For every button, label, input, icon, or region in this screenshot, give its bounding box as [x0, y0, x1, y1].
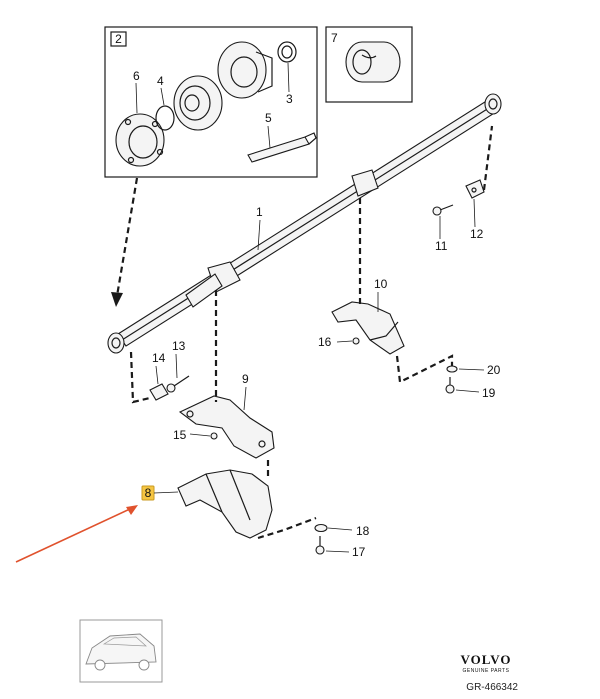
- grease-tube: [247, 132, 317, 163]
- label-17: 17: [352, 545, 366, 559]
- label-9: 9: [242, 372, 249, 386]
- bolt-17: [315, 536, 325, 555]
- center-bracket: [178, 395, 275, 459]
- label-13: 13: [172, 339, 186, 353]
- diagram-reference: GR-466342: [466, 682, 518, 693]
- label-15: 15: [173, 428, 187, 442]
- brand-sub: GENUINE PARTS: [463, 668, 510, 674]
- inset-assembly: 2 6: [104, 26, 318, 178]
- label-18: 18: [356, 524, 370, 538]
- vehicle-thumbnail: [79, 619, 163, 683]
- cv-joint: [173, 75, 223, 131]
- label-16: 16: [318, 335, 332, 349]
- label-11: 11: [435, 239, 448, 253]
- inset-tag-bearing: 7: [331, 31, 338, 45]
- label-8: 8: [145, 486, 152, 500]
- washer-18: [314, 523, 328, 533]
- bolt-19: [445, 377, 455, 394]
- label-3: 3: [286, 92, 293, 106]
- rear-bracket: [465, 179, 485, 199]
- washer-20: [446, 365, 458, 373]
- label-5: 5: [265, 111, 272, 125]
- label-10: 10: [374, 277, 388, 291]
- brand-name: VOLVO: [461, 652, 512, 667]
- joint-housing: [217, 41, 273, 99]
- rear-bolt: [432, 204, 454, 216]
- heat-shield: [177, 469, 273, 539]
- inset-bearing: 7: [325, 26, 413, 103]
- front-bracket: [149, 383, 169, 401]
- label-6: 6: [133, 69, 140, 83]
- label-1: 1: [256, 205, 263, 219]
- ring: [155, 105, 175, 131]
- label-4: 4: [157, 74, 164, 88]
- callout-arrow: [15, 505, 138, 563]
- label-14: 14: [152, 351, 166, 365]
- support-bracket-rear: [331, 301, 405, 355]
- flange-plate: [115, 113, 165, 167]
- propeller-shaft: [107, 93, 502, 354]
- brand-logo: VOLVO GENUINE PARTS: [461, 652, 512, 674]
- label-12: 12: [470, 227, 484, 241]
- label-20: 20: [487, 363, 501, 377]
- front-bolt: [166, 375, 190, 393]
- inset-tag-assembly: 2: [115, 32, 122, 46]
- inset-pointer-arrow: [111, 177, 139, 307]
- label-19: 19: [482, 386, 496, 400]
- seal-ring: [277, 41, 297, 63]
